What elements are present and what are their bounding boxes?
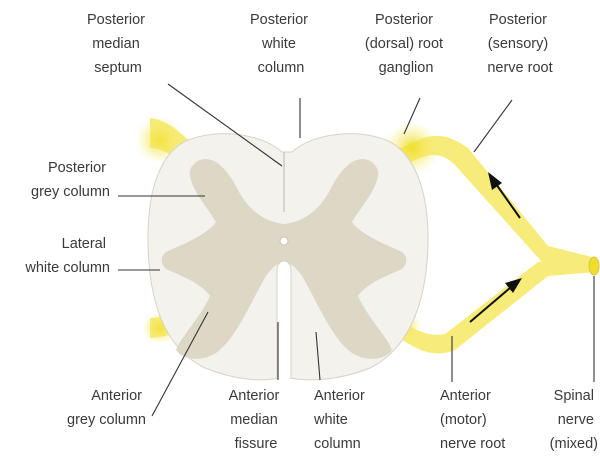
label-posterior-grey-column: Posterior grey column xyxy=(31,160,110,200)
lateral-white-column-line-2: white column xyxy=(24,260,110,276)
label-anterior-nerve-root: Anterior (motor) nerve root xyxy=(440,388,505,452)
posterior-root-ganglion-line-1: Posterior xyxy=(375,12,433,28)
label-posterior-root-ganglion: Posterior (dorsal) root ganglion xyxy=(365,12,447,76)
anterior-grey-column-line-2: grey column xyxy=(67,412,146,428)
label-anterior-white-column: Anterior white column xyxy=(313,388,369,452)
posterior-median-septum-line-3: septum xyxy=(94,60,142,76)
anterior-nerve-root-line-1: Anterior xyxy=(440,388,491,404)
anterior-white-column-line-1: Anterior xyxy=(314,388,365,404)
label-lateral-white-column: Lateral white column xyxy=(24,236,110,276)
anterior-median-fissure-line-3: fissure xyxy=(235,436,278,452)
label-spinal-nerve: Spinal nerve (mixed) xyxy=(550,388,598,452)
spinal-nerve-line-1: Spinal xyxy=(554,388,594,404)
anterior-nerve-root-line-2: (motor) xyxy=(440,412,487,428)
posterior-median-septum-line-1: Posterior xyxy=(87,12,145,28)
label-posterior-median-septum: Posterior median septum xyxy=(87,12,149,76)
anterior-white-column-line-2: white xyxy=(313,412,348,428)
anterior-nerve-root-line-3: nerve root xyxy=(440,436,505,452)
posterior-root-ganglion-line-3: ganglion xyxy=(379,60,434,76)
leader-posterior-nerve-root xyxy=(474,100,512,152)
posterior-white-column-line-1: Posterior xyxy=(250,12,308,28)
posterior-nerve-root-line-2: (sensory) xyxy=(488,36,548,52)
posterior-root-ganglion-line-2: (dorsal) root xyxy=(365,36,443,52)
label-posterior-white-column: Posterior white column xyxy=(250,12,312,76)
label-anterior-grey-column: Anterior grey column xyxy=(67,388,146,428)
spinal-nerve-end xyxy=(589,257,599,275)
posterior-nerve-root-line-3: nerve root xyxy=(487,60,552,76)
label-anterior-median-fissure: Anterior median fissure xyxy=(229,388,284,452)
posterior-grey-column-line-2: grey column xyxy=(31,184,110,200)
label-posterior-nerve-root: Posterior (sensory) nerve root xyxy=(487,12,552,76)
posterior-median-septum-line-2: median xyxy=(92,36,140,52)
lateral-white-column-line-1: Lateral xyxy=(62,236,106,252)
posterior-nerve-root-line-1: Posterior xyxy=(489,12,547,28)
anterior-white-column-line-3: column xyxy=(314,436,361,452)
posterior-white-column-line-3: column xyxy=(258,60,305,76)
central-canal xyxy=(280,237,288,245)
anterior-median-fissure-line-1: Anterior xyxy=(229,388,280,404)
posterior-grey-column-line-1: Posterior xyxy=(48,160,106,176)
spinal-nerve-line-3: (mixed) xyxy=(550,436,598,452)
anterior-grey-column-line-1: Anterior xyxy=(91,388,142,404)
anterior-median-fissure-line-2: median xyxy=(230,412,278,428)
spinal-nerve-line-2: nerve xyxy=(558,412,594,428)
anterior-median-fissure xyxy=(277,261,291,378)
posterior-white-column-line-2: white xyxy=(261,36,296,52)
